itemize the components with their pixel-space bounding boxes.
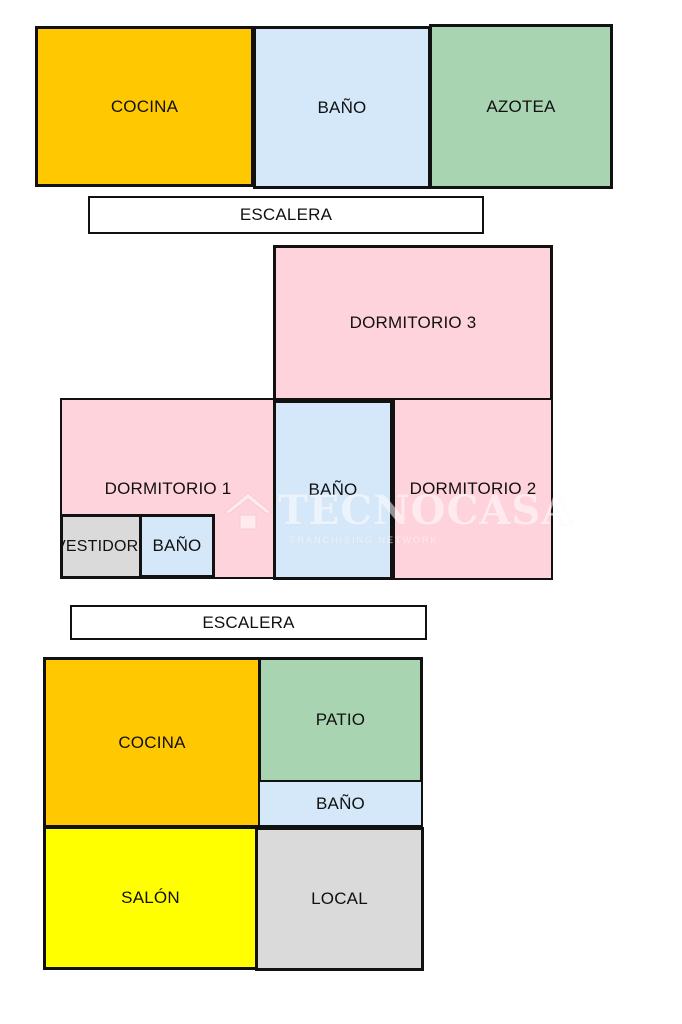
top-floor-terrace: AZOTEA <box>429 24 613 189</box>
bedroom-2: DORMITORIO 2 <box>393 398 553 580</box>
bedroom-3-label: DORMITORIO 3 <box>349 313 477 332</box>
dressing-room: VESTIDOR <box>60 514 142 579</box>
ensuite-bathroom-label: BAÑO <box>152 536 202 555</box>
middle-floor-bathroom: BAÑO <box>273 400 393 580</box>
ground-floor-bathroom-label: BAÑO <box>316 793 365 813</box>
ground-floor-stairs-label: ESCALERA <box>202 612 295 632</box>
ground-floor-bathroom: BAÑO <box>258 780 423 827</box>
bedroom-3: DORMITORIO 3 <box>273 245 553 401</box>
ground-floor-stairs: ESCALERA <box>70 605 427 640</box>
bedroom-2-label: DORMITORIO 2 <box>409 479 537 498</box>
dressing-room-label: VESTIDOR <box>60 537 139 555</box>
top-floor-kitchen: COCINA <box>35 26 254 187</box>
patio-label: PATIO <box>315 710 366 729</box>
top-floor-bathroom: BAÑO <box>253 26 431 189</box>
top-floor-stairs: ESCALERA <box>88 196 484 234</box>
top-floor-terrace-label: AZOTEA <box>486 96 556 116</box>
ground-floor-kitchen: COCINA <box>43 657 261 828</box>
middle-floor-bathroom-label: BAÑO <box>308 480 358 499</box>
patio: PATIO <box>258 657 423 783</box>
bedroom-1-label: DORMITORIO 1 <box>104 478 232 498</box>
ensuite-bathroom: BAÑO <box>139 514 215 578</box>
shop-label: LOCAL <box>311 889 368 908</box>
shop: LOCAL <box>255 827 424 971</box>
living-room-label: SALÓN <box>121 888 180 907</box>
top-floor-kitchen-label: COCINA <box>110 96 179 116</box>
living-room: SALÓN <box>43 826 258 970</box>
ground-floor-kitchen-label: COCINA <box>118 732 186 752</box>
top-floor-bathroom-label: BAÑO <box>317 97 367 117</box>
top-floor-stairs-label: ESCALERA <box>239 205 333 224</box>
